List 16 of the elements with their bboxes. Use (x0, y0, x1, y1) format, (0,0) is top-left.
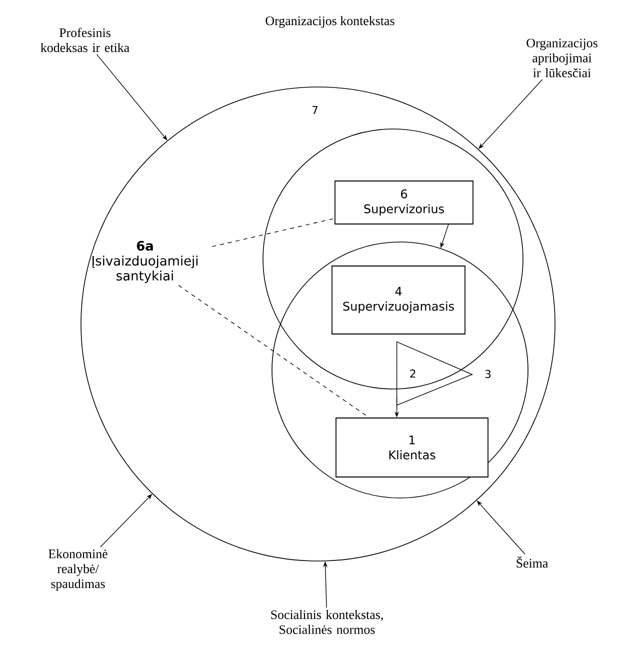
side-number: 3 (485, 370, 491, 378)
triangle: 2 (396, 341, 474, 406)
role-box: 6 Supervizorius (334, 180, 474, 224)
influence-label: Ekonominė realybė/ spaudimas (48, 549, 108, 591)
role-box: 4 Supervizuojamasis (332, 266, 466, 334)
influence-label: Socialinis kontekstas, Socialinės normos (271, 610, 383, 634)
influence-label: Profesinis kodeksas ir etika (40, 28, 130, 52)
circle-zone (272, 242, 528, 498)
dashed-line (212, 218, 335, 247)
influence-label: Organizacijos apribojimai ir lūkesčiai (526, 38, 598, 78)
circle-zone (262, 128, 524, 390)
influence-label: Šeima (516, 556, 548, 568)
heading: Organizacijos kontekstas (266, 16, 394, 28)
influence-label: 6a Įsivaizduojamieji santykiai (92, 240, 198, 284)
role-box: 1 Klientas (336, 418, 488, 478)
arrow (96, 54, 168, 140)
